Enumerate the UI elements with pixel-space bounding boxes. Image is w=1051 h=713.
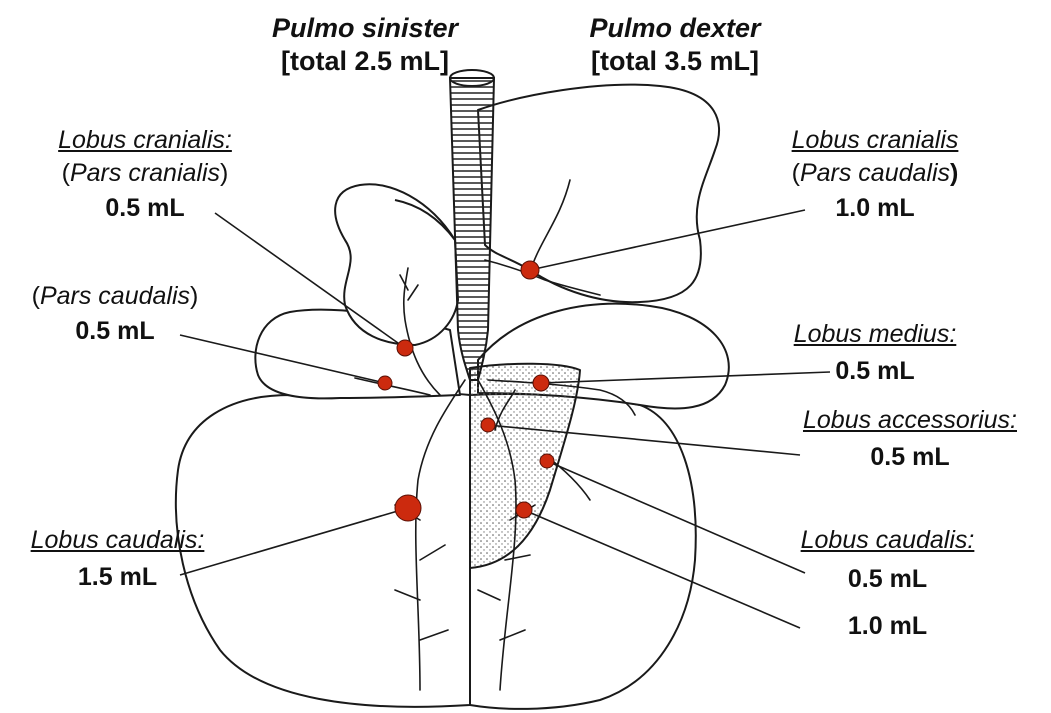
volume: 0.5 mL bbox=[30, 319, 200, 344]
pars-name: Pars caudalis bbox=[800, 159, 950, 187]
injection-dot-right-caudalis-a bbox=[540, 454, 554, 468]
label-left-pars-caudalis: (Pars caudalis) 0.5 mL bbox=[30, 284, 200, 344]
label-right-medius: Lobus medius: 0.5 mL bbox=[770, 322, 980, 384]
header-left-name: Pulmo sinister bbox=[250, 12, 480, 45]
pars-line: (Pars caudalis) bbox=[30, 284, 200, 309]
injection-dot-right-caudalis-b bbox=[516, 502, 532, 518]
label-right-cranialis: Lobus cranialis (Pars caudalis) 1.0 mL bbox=[775, 128, 975, 221]
injection-dot-left-cranialis bbox=[397, 340, 413, 356]
pars-name: Pars cranialis bbox=[70, 159, 220, 187]
pars-line: (Pars cranialis) bbox=[20, 161, 270, 186]
label-left-cranialis: Lobus cranialis: (Pars cranialis) 0.5 mL bbox=[20, 128, 270, 221]
label-right-caudalis: Lobus caudalis: 0.5 mL 1.0 mL bbox=[780, 528, 995, 639]
header-right-total: [total 3.5 mL] bbox=[560, 45, 790, 78]
volume-a: 0.5 mL bbox=[780, 567, 995, 592]
injection-dot-left-pars-caudalis bbox=[378, 376, 392, 390]
lobe-name: Lobus accessorius: bbox=[780, 408, 1040, 433]
trachea bbox=[450, 70, 494, 380]
left-cranial-lobe-pars-cranialis bbox=[335, 184, 458, 345]
label-right-accessorius: Lobus accessorius: 0.5 mL bbox=[780, 408, 1040, 470]
pars-name: Pars caudalis bbox=[40, 282, 190, 310]
volume: 0.5 mL bbox=[20, 196, 270, 221]
volume: 1.0 mL bbox=[775, 196, 975, 221]
injection-dot-right-medius bbox=[533, 375, 549, 391]
lobe-name: Lobus caudalis: bbox=[10, 528, 225, 553]
lobe-name: Lobus cranialis: bbox=[20, 128, 270, 153]
pars-line: (Pars caudalis) bbox=[775, 161, 975, 186]
right-cranial-lobe bbox=[478, 85, 719, 303]
label-left-caudalis: Lobus caudalis: 1.5 mL bbox=[10, 528, 225, 590]
injection-dot-left-caudalis bbox=[395, 495, 421, 521]
header-left-total: [total 2.5 mL] bbox=[250, 45, 480, 78]
lobe-name: Lobus cranialis bbox=[775, 128, 975, 153]
lobe-name: Lobus medius: bbox=[770, 322, 980, 347]
volume: 0.5 mL bbox=[780, 445, 1040, 470]
injection-dot-right-cranialis bbox=[521, 261, 539, 279]
volume: 0.5 mL bbox=[770, 359, 980, 384]
header-left: Pulmo sinister [total 2.5 mL] bbox=[250, 12, 480, 78]
header-right: Pulmo dexter [total 3.5 mL] bbox=[560, 12, 790, 78]
volume: 1.5 mL bbox=[10, 565, 225, 590]
volume-b: 1.0 mL bbox=[780, 614, 995, 639]
header-right-name: Pulmo dexter bbox=[560, 12, 790, 45]
lobe-name: Lobus caudalis: bbox=[780, 528, 995, 553]
injection-dot-right-accessorius bbox=[481, 418, 495, 432]
